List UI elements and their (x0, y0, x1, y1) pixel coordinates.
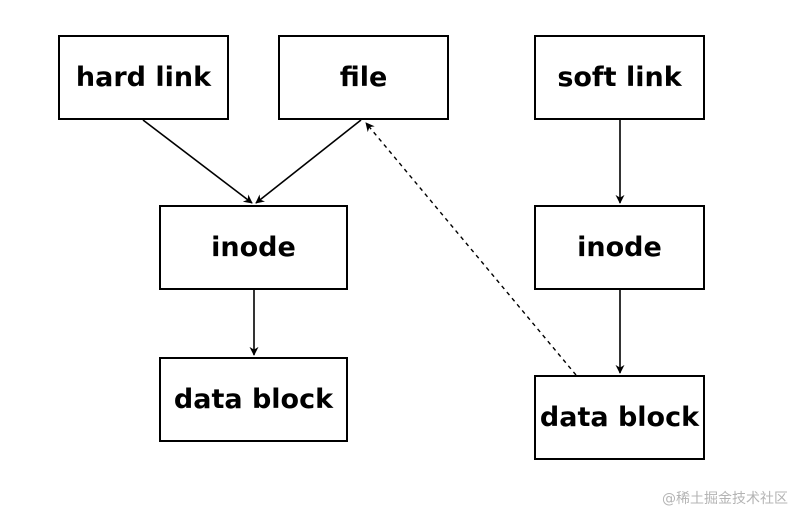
node-file-label: file (339, 62, 388, 93)
node-soft-link-label: soft link (557, 62, 682, 93)
edge-hard-link-to-inode (142, 119, 253, 204)
node-hard-link: hard link (58, 35, 229, 120)
node-inode-soft-label: inode (577, 232, 662, 263)
node-inode-soft: inode (534, 205, 705, 290)
node-data-block-hard: data block (159, 357, 348, 442)
node-inode-hard: inode (159, 205, 348, 290)
watermark: @稀土掘金技术社区 (662, 491, 788, 507)
node-data-block-soft-label: data block (539, 402, 700, 433)
edge-file-to-inode (255, 119, 362, 204)
node-file: file (278, 35, 449, 120)
edge-data-block-to-file-dashed (365, 122, 577, 376)
node-inode-hard-label: inode (211, 232, 296, 263)
node-data-block-hard-label: data block (173, 384, 334, 415)
node-hard-link-label: hard link (75, 62, 212, 93)
node-soft-link: soft link (534, 35, 705, 120)
node-data-block-soft: data block (534, 375, 705, 460)
